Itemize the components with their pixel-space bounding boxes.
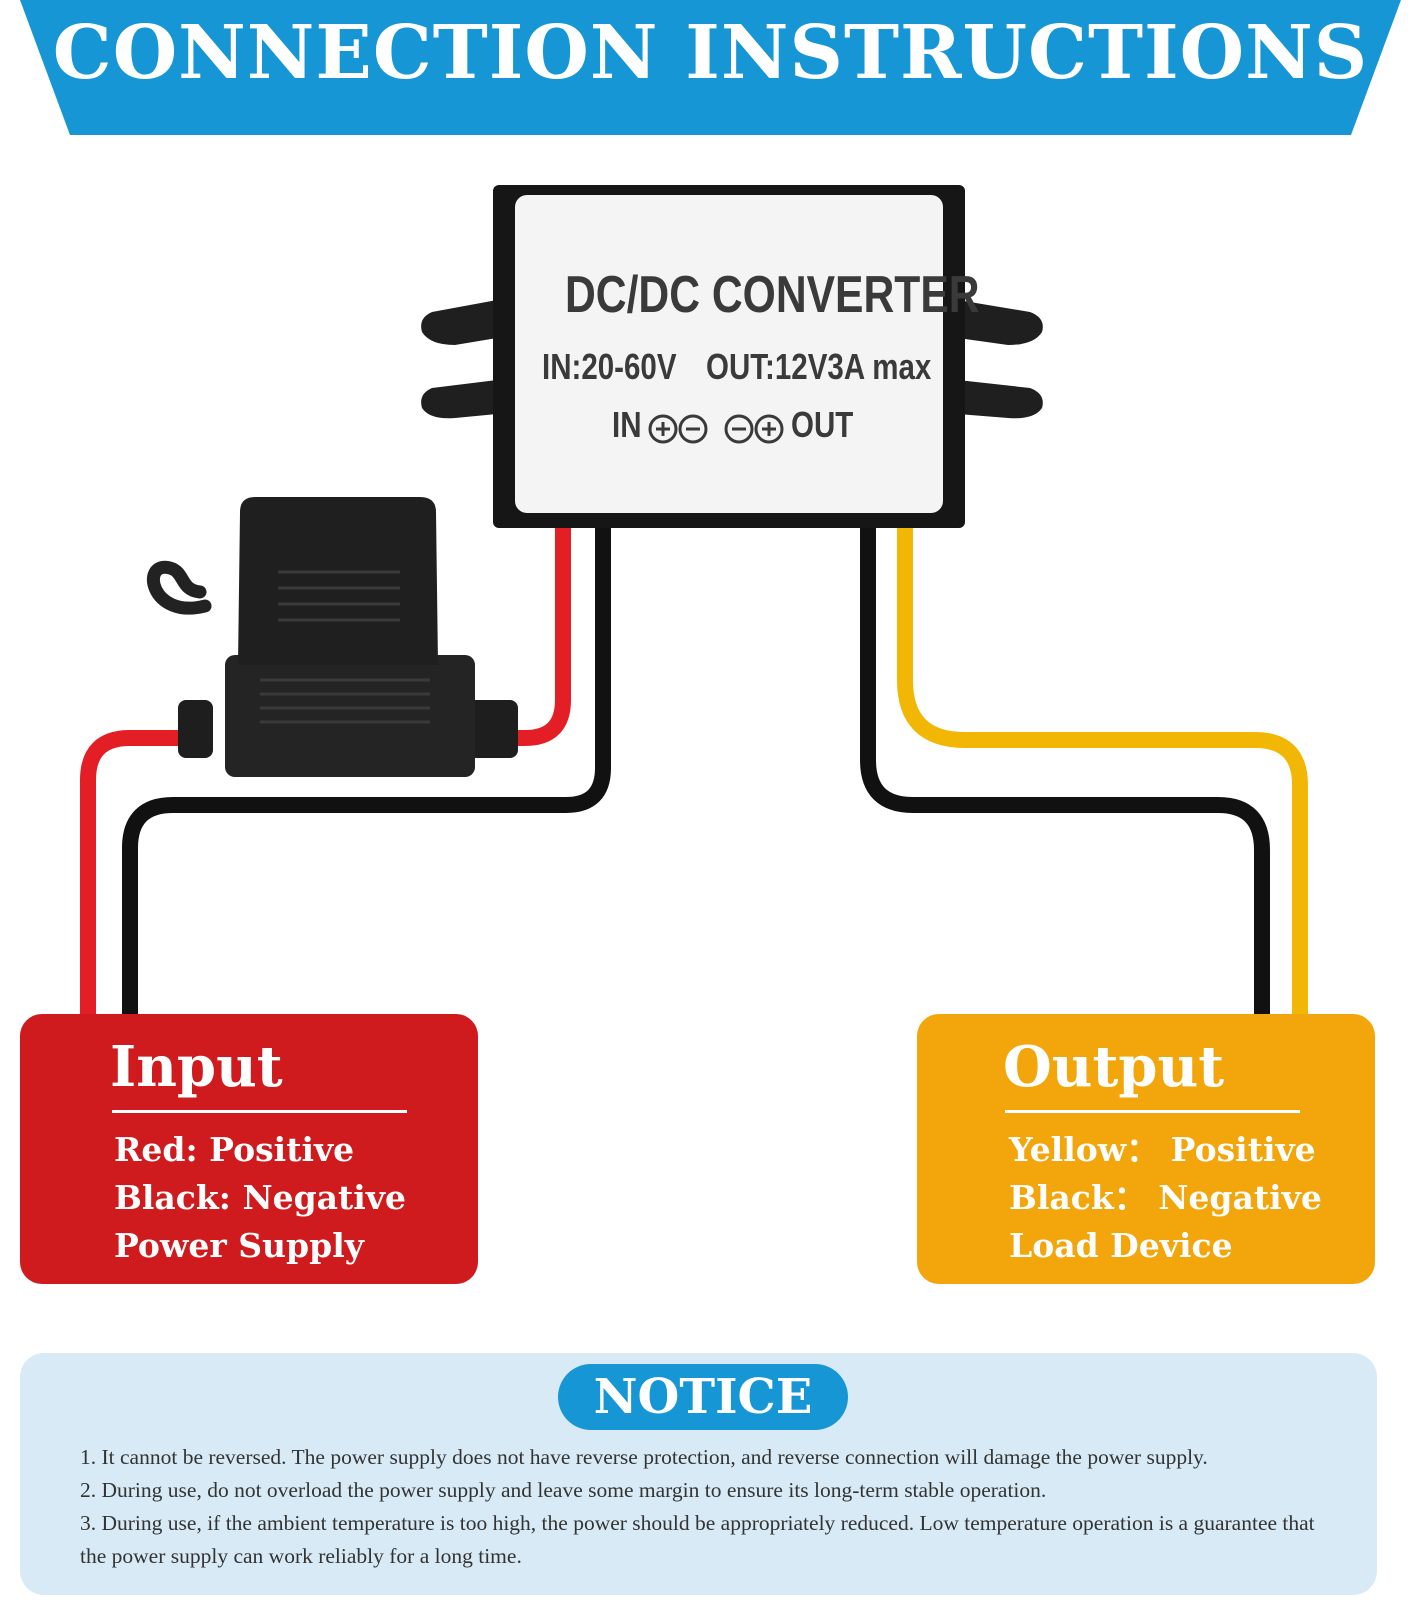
input-positive-wire-lower (80, 730, 190, 1020)
minus-circle-icon (678, 414, 708, 444)
output-card-line: Load Device (1009, 1226, 1233, 1265)
converter-title: DC/DC CONVERTER (565, 266, 980, 324)
output-positive-wire (897, 512, 1308, 1020)
notice-item: 3. During use, if the ambient temperatur… (80, 1511, 1315, 1568)
input-card: Input Red: Positive Black: Negative Powe… (20, 1014, 478, 1284)
dc-dc-converter-module (421, 185, 1043, 528)
notice-item: 1. It cannot be reversed. The power supp… (80, 1445, 1208, 1469)
inline-fuse-holder (146, 497, 518, 777)
divider (1005, 1110, 1300, 1113)
output-card: Output Yellow： Positive Black： Negative … (917, 1014, 1375, 1284)
banner-shape (20, 0, 1401, 135)
input-card-title: Input (110, 1034, 283, 1100)
input-negative-wire (122, 512, 611, 1020)
terminal-out-label: OUT (791, 404, 854, 445)
divider (112, 1110, 407, 1113)
input-card-line: Power Supply (114, 1226, 364, 1265)
minus-circle-icon (724, 414, 754, 444)
notice-title: NOTICE (558, 1364, 848, 1430)
terminal-in-label: IN (612, 404, 642, 445)
notice-item: 2. During use, do not overload the power… (80, 1478, 1047, 1502)
input-positive-wire-upper (505, 520, 571, 746)
output-card-line: Black： Negative (1009, 1178, 1322, 1217)
converter-input-spec: IN:20-60V (542, 346, 677, 387)
output-negative-wire (860, 512, 1270, 1020)
plus-circle-icon (648, 414, 678, 444)
notice-panel: NOTICE 1. It cannot be reversed. The pow… (20, 1353, 1377, 1595)
converter-output-spec: OUT:12V3A max (706, 346, 932, 387)
notice-list: 1. It cannot be reversed. The power supp… (80, 1441, 1340, 1573)
wiring-diagram (80, 185, 1308, 1020)
output-card-title: Output (1003, 1034, 1225, 1100)
plus-circle-icon (754, 414, 784, 444)
input-card-line: Red: Positive (114, 1130, 355, 1169)
output-card-line: Yellow： Positive (1009, 1130, 1316, 1169)
header-banner: CONNECTION INSTRUCTIONS (0, 0, 1421, 135)
input-card-line: Black: Negative (114, 1178, 407, 1217)
terminal-polarity-icons (648, 414, 784, 444)
page-title: CONNECTION INSTRUCTIONS (52, 10, 1369, 96)
